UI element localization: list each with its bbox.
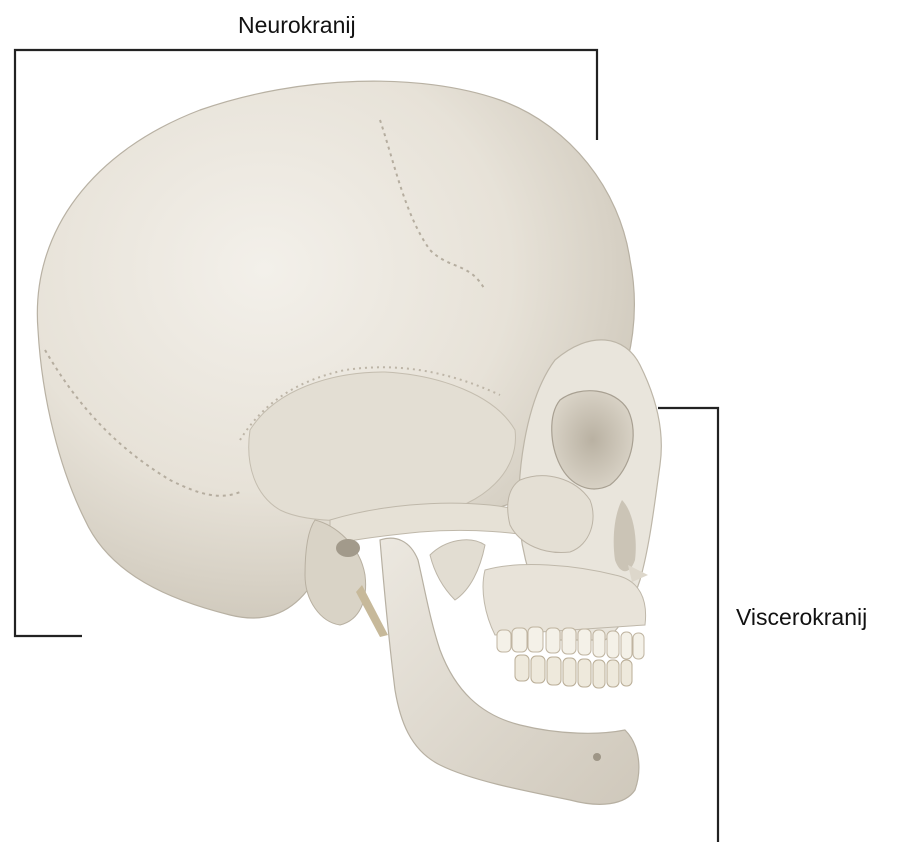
- label-neurocranium: Neurokranij: [238, 14, 356, 37]
- mental-foramen: [593, 753, 601, 761]
- teeth: [497, 627, 644, 688]
- viscerocranium-bracket: [658, 408, 718, 842]
- temporal-bone: [249, 372, 516, 521]
- styloid-process: [356, 585, 388, 637]
- label-viscerocranium: Viscerokranij: [736, 606, 867, 629]
- upper-teeth: [497, 627, 644, 659]
- lower-teeth: [515, 655, 632, 688]
- ear-canal: [336, 539, 360, 557]
